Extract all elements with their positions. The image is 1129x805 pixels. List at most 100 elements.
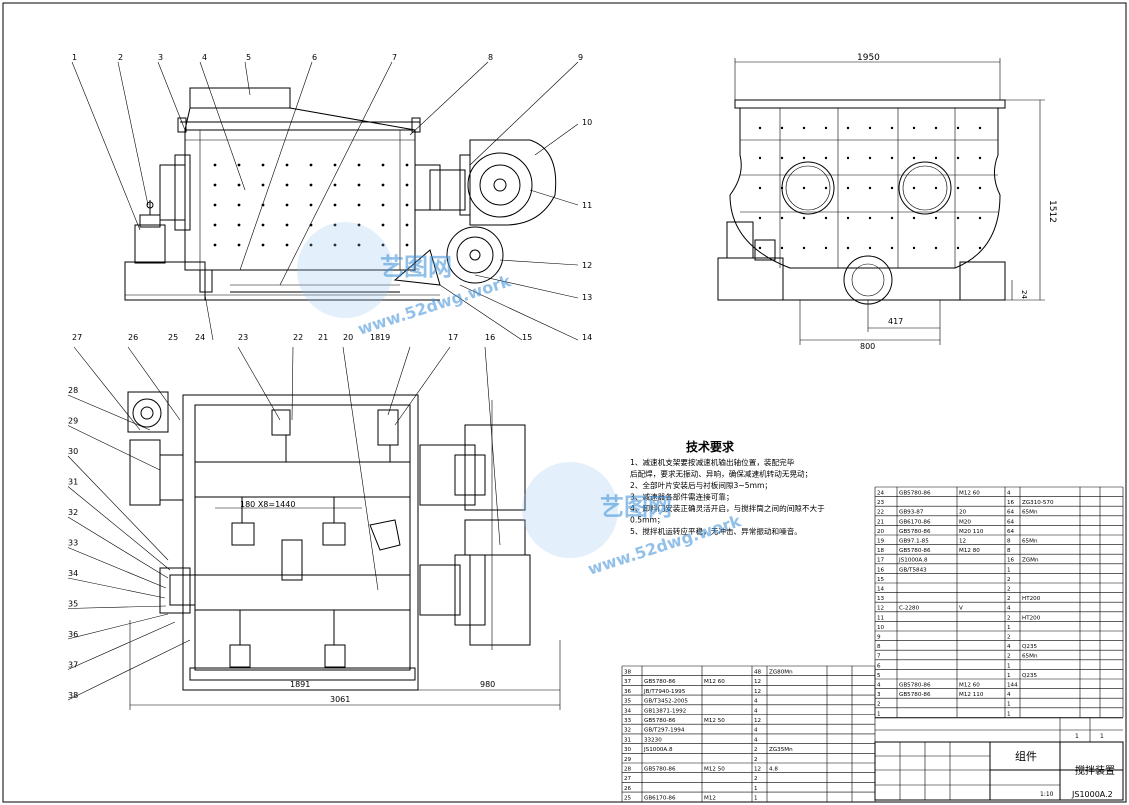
- bom-cell: GB5780-86: [644, 767, 676, 773]
- part-number-37: 37: [68, 661, 78, 670]
- bolt-dot: [802, 186, 806, 190]
- part-number-18: 18: [370, 333, 380, 342]
- bom-cell: 1: [877, 711, 881, 717]
- bom-cell: 14: [877, 587, 885, 593]
- bolt-dot: [357, 223, 361, 227]
- bom-cell: M12 80: [959, 548, 980, 554]
- bolt-dot: [978, 246, 982, 250]
- bom-cell: 19: [877, 539, 885, 545]
- part-number-21: 21: [318, 333, 328, 342]
- bom-cell: GB/T5843: [899, 567, 927, 573]
- bolt-dot: [780, 156, 784, 160]
- bom-cell: 12: [754, 689, 761, 695]
- dim-pitch: 180 X8=1440: [240, 500, 295, 509]
- bolt-dot: [912, 126, 916, 130]
- bom-cell: JB/T7940-1995: [643, 689, 686, 695]
- bolt-dot: [956, 126, 960, 130]
- bom-cell: 12: [754, 767, 761, 773]
- bom-cell: 65Mn: [1022, 510, 1038, 516]
- bom-cell: 8: [1007, 539, 1011, 545]
- bom-cell: 2: [1007, 577, 1011, 583]
- bolt-dot: [333, 183, 337, 187]
- bom-cell: ZG35Mn: [769, 747, 793, 753]
- bolt-dot: [890, 126, 894, 130]
- bom-cell: 4: [877, 683, 881, 689]
- bolt-dot: [978, 186, 982, 190]
- bom-cell: 4: [1007, 692, 1011, 698]
- bolt-dot: [780, 246, 784, 250]
- title-block: [874, 717, 1124, 801]
- bolt-dot: [934, 216, 938, 220]
- bom-cell: M12 110: [959, 692, 984, 698]
- bolt-dot: [802, 156, 806, 160]
- bolt-dot: [846, 246, 850, 250]
- bom-cell: GB/T297-1994: [644, 728, 685, 734]
- bolt-dot: [237, 183, 241, 187]
- bolt-dot: [890, 246, 894, 250]
- dim-side-height: 1512: [1047, 200, 1057, 223]
- bom-cell: 4: [1007, 644, 1011, 650]
- bom-cell: GB/T3452-2005: [644, 699, 688, 705]
- bom-cell: 15: [877, 577, 885, 583]
- bom-cell: 1: [1007, 702, 1011, 708]
- note-line: 2、全部叶片安装后与衬板间隙3~5mm；: [630, 480, 772, 490]
- bolt-dot: [758, 216, 762, 220]
- bom-cell: 20: [877, 529, 885, 535]
- bom-cell: 22: [877, 510, 884, 516]
- bom-cell: 64: [1007, 519, 1015, 525]
- bolt-dot: [333, 203, 337, 207]
- bolt-dot: [824, 156, 828, 160]
- bolt-dot: [237, 243, 241, 247]
- bom-cell: 64: [1007, 510, 1015, 516]
- bolt-dot: [912, 246, 916, 250]
- bom-cell: 16: [877, 567, 885, 573]
- part-number-5: 5: [246, 53, 251, 62]
- bolt-dot: [758, 156, 762, 160]
- bom-cell: M12 50: [704, 767, 725, 773]
- part-number-23: 23: [238, 333, 248, 342]
- bom-cell: 18: [877, 548, 885, 554]
- dim-side-width: 1950: [857, 53, 880, 63]
- bom-cell: 48: [754, 670, 762, 676]
- part-number-11: 11: [582, 201, 592, 210]
- bom-cell: 4: [1007, 491, 1011, 497]
- bom-cell: JS1000A.8: [643, 747, 673, 753]
- left-leaders: [67, 394, 191, 701]
- bom-cell: 17: [877, 558, 885, 564]
- bolt-dot: [333, 163, 337, 167]
- dim-side-417: 417: [888, 317, 903, 326]
- bom-cell: GB5780-86: [899, 683, 931, 689]
- bom-cell: 5: [877, 673, 881, 679]
- part-number-25: 25: [168, 333, 178, 342]
- bom-cell: 4.8: [769, 767, 778, 773]
- bolt-dot: [213, 203, 217, 207]
- bolt-dot: [213, 223, 217, 227]
- part-number-3: 3: [158, 53, 163, 62]
- bolt-dot: [758, 246, 762, 250]
- bom-cell: 6: [877, 663, 881, 669]
- bom-cell: ZGMn: [1022, 558, 1039, 564]
- bom-cell: 4: [754, 708, 758, 714]
- part-number-31: 31: [68, 478, 78, 487]
- bolt-dot: [237, 163, 241, 167]
- bom-cell: 1: [754, 796, 758, 802]
- bolt-dot: [934, 156, 938, 160]
- title-sheet: 1: [1075, 733, 1079, 740]
- bolt-dot: [285, 183, 289, 187]
- part-number-32: 32: [68, 508, 78, 517]
- bom-cell: 65Mn: [1022, 539, 1038, 545]
- bom-cell: 16: [1007, 500, 1015, 506]
- watermark-brand-2: 艺图网: [600, 493, 672, 521]
- part-number-17: 17: [448, 333, 458, 342]
- bom-cell: ZG310-570: [1022, 500, 1054, 506]
- bolt-dot: [824, 216, 828, 220]
- part-number-33: 33: [68, 539, 78, 548]
- bom-cell: Q235: [1022, 673, 1038, 679]
- bolt-dot: [802, 246, 806, 250]
- bolt-dot: [934, 186, 938, 190]
- bolt-dot: [333, 223, 337, 227]
- bolt-dot: [285, 223, 289, 227]
- bom-cell: 2: [754, 776, 758, 782]
